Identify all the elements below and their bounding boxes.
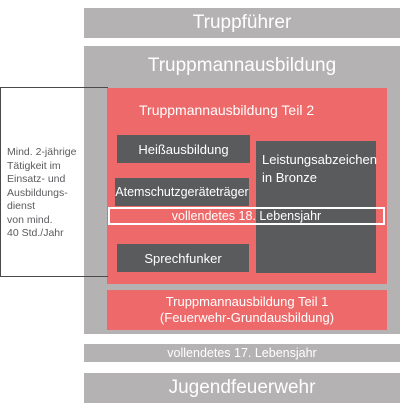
atemschutz-label: Atemschutzgeräteträger: [115, 185, 249, 199]
teil1-box: Truppmannausbildung Teil 1 (Feuerwehr-Gr…: [107, 290, 387, 330]
sprechfunker-label: Sprechfunker: [144, 250, 222, 266]
level-truppmann-ausbildung-label: Truppmannausbildung: [147, 55, 337, 76]
side-note-line-5: dienst: [7, 200, 36, 212]
side-note-line-6: von mind.: [7, 213, 53, 226]
teil1-line1: Truppmannausbildung Teil 1: [165, 294, 329, 309]
side-note-line-7: 40 Std./Jahr: [7, 227, 64, 239]
side-note-line-4: Ausbildungs-: [7, 186, 68, 199]
level-trupp-fuehrer-label: Truppführer: [192, 12, 292, 33]
sprechfunker-box: Sprechfunker: [117, 244, 249, 272]
side-note-frame: [0, 87, 108, 277]
lebensjahr-18-bar: vollendetes 18. Lebensjahr: [108, 207, 385, 225]
level-trupp-fuehrer: Truppführer: [84, 8, 400, 38]
level-jugendfeuerwehr-label: Jugendfeuerwehr: [168, 377, 316, 398]
teil2-title-label: Truppmannausbildung Teil 2: [139, 102, 315, 118]
level-truppmann-ausbildung-title: Truppmannausbildung: [84, 52, 400, 80]
lebensjahr-17-label: vollendetes 17. Lebensjahr: [167, 346, 317, 360]
teil1-line2: (Feuerwehr-Grundausbildung): [159, 310, 335, 325]
side-note-line-1: Mind. 2-jährige: [7, 146, 77, 158]
teil2-title: Truppmannausbildung Teil 2: [139, 98, 379, 122]
side-note-text: Mind. 2-jährige Tätigkeit im Einsatz- un…: [7, 146, 105, 241]
level-jugendfeuerwehr: Jugendfeuerwehr: [84, 373, 400, 403]
lebensjahr-17-bar: vollendetes 17. Lebensjahr: [84, 344, 400, 362]
leistungsabzeichen-label: Leistungsabzeichen in Bronze: [262, 152, 377, 185]
side-note-line-3: Einsatz- und: [7, 173, 66, 185]
lebensjahr-18-label: vollendetes 18. Lebensjahr: [171, 209, 322, 223]
atemschutz-box: Atemschutzgeräteträger: [115, 178, 249, 206]
heissausbildung-box: Heißausbildung: [117, 135, 250, 163]
side-note-line-2: Tätigkeit im: [7, 159, 61, 172]
heissausbildung-label: Heißausbildung: [138, 141, 229, 157]
